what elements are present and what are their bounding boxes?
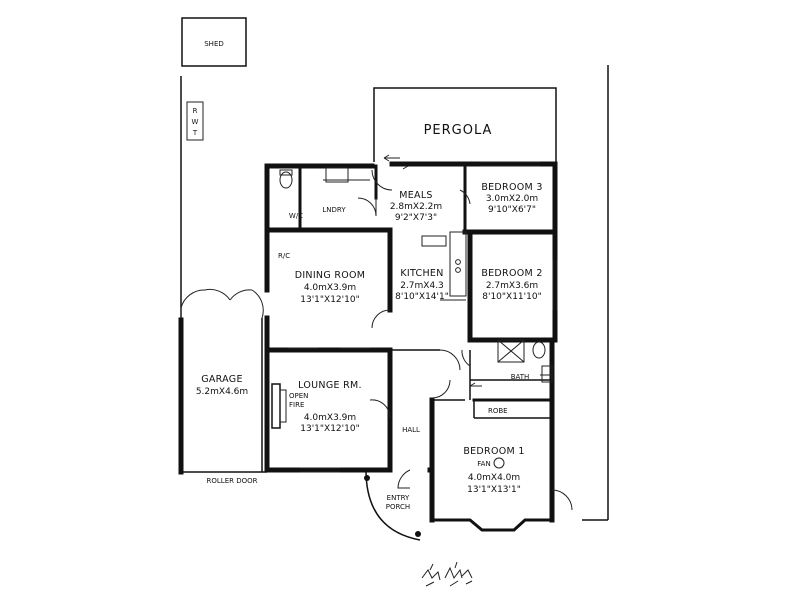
garage-name: GARAGE xyxy=(201,374,243,385)
rwt-label-t: T xyxy=(192,129,198,137)
bedroom3-name: BEDROOM 3 xyxy=(481,182,542,193)
rc-label: R/C xyxy=(278,252,290,260)
bath-fixtures xyxy=(497,339,553,383)
bedroom3-metric: 3.0mX2.0m xyxy=(486,194,538,204)
fireplace xyxy=(271,383,287,429)
shed-label: SHED xyxy=(204,40,224,48)
lounge-imperial: 13'1"X12'10" xyxy=(300,424,359,434)
meals-metric: 2.8mX2.2m xyxy=(390,202,442,212)
bedroom3-imperial: 9'10"X6'7" xyxy=(488,205,536,215)
doors xyxy=(180,169,573,511)
boundary-lines xyxy=(180,65,609,521)
shed: SHED xyxy=(181,17,247,67)
garage: GARAGE 5.2mX4.6m xyxy=(178,317,267,475)
meals-name: MEALS xyxy=(399,190,433,201)
garage-metric: 5.2mX4.6m xyxy=(196,387,248,397)
rwt-label-r: R xyxy=(193,107,198,115)
kitchen-imperial: 8'10"X14'1" xyxy=(395,292,449,302)
meals-imperial: 9'2"X7'3" xyxy=(395,213,437,223)
porch-label: PORCH xyxy=(386,503,410,511)
laundry-label: LNDRY xyxy=(322,206,346,214)
wc-laundry-fixtures xyxy=(279,167,370,189)
bedroom2-imperial: 8'10"X11'10" xyxy=(482,292,541,302)
robe-label: ROBE xyxy=(488,407,508,415)
pergola: PERGOLA xyxy=(373,87,557,170)
kitchen-metric: 2.7mX4.3 xyxy=(400,281,444,291)
windows xyxy=(288,161,558,473)
bath-label: BATH xyxy=(511,373,530,381)
bedroom1-metric: 4.0mX4.0m xyxy=(468,473,520,483)
bedroom1-name: BEDROOM 1 xyxy=(463,446,524,457)
bedroom2-metric: 2.7mX3.6m xyxy=(486,281,538,291)
open-fire-line2: FIRE xyxy=(289,401,304,409)
bedroom1-imperial: 13'1"X13'1" xyxy=(467,485,521,495)
lounge-metric: 4.0mX3.9m xyxy=(304,413,356,423)
roller-door-label: ROLLER DOOR xyxy=(207,477,258,485)
rain-water-tank: R W T xyxy=(186,101,204,141)
kitchen-fixtures xyxy=(421,231,467,301)
bedroom2-name: BEDROOM 2 xyxy=(481,268,542,279)
entry-porch xyxy=(364,469,421,541)
walls xyxy=(264,161,558,532)
dining-imperial: 13'1"X12'10" xyxy=(300,295,359,305)
fan-icon xyxy=(493,457,505,469)
rwt-label-w: W xyxy=(192,118,199,126)
pergola-label: PERGOLA xyxy=(424,123,493,138)
kitchen-name: KITCHEN xyxy=(400,268,443,279)
wc-label: W/C xyxy=(289,212,303,220)
dining-name: DINING ROOM xyxy=(295,270,366,281)
dining-metric: 4.0mX3.9m xyxy=(304,283,356,293)
lounge-name: LOUNGE RM. xyxy=(298,380,362,391)
bedroom1-fan: FAN xyxy=(477,460,490,468)
hall-label: HALL xyxy=(402,426,420,434)
entry-label: ENTRY xyxy=(387,494,410,502)
plant-icon xyxy=(421,561,473,587)
open-fire-line1: OPEN xyxy=(289,392,308,400)
room-labels: W/C LNDRY MEALS 2.8mX2.2m 9'2"X7'3" BEDR… xyxy=(207,182,543,511)
